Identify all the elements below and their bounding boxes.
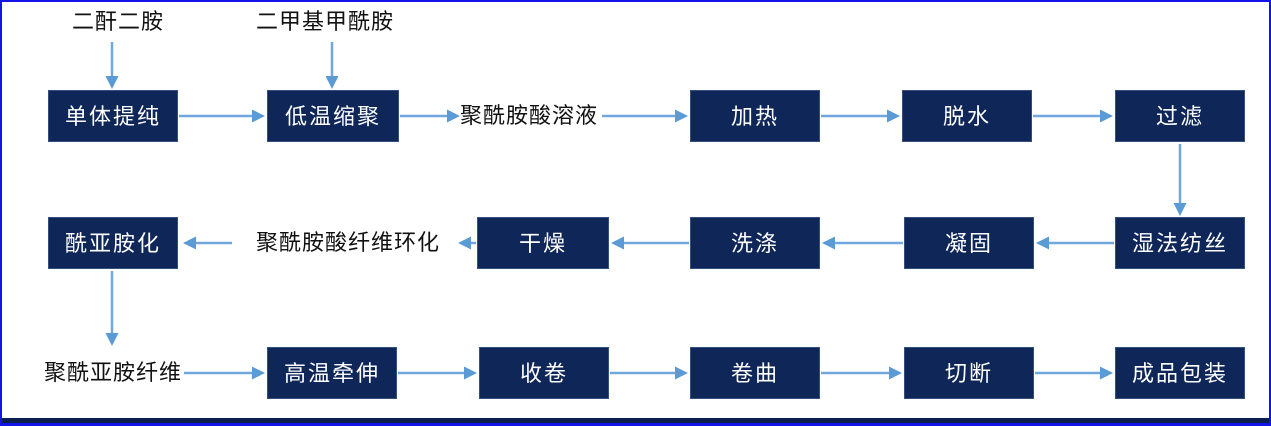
arrow-filtration-to-wet-spinning [1173,144,1187,216]
arrow-imidization-to-fiber [105,271,119,346]
arrow-washing-to-drying [611,236,689,250]
flow-step-wet-spinning: 湿法纺丝 [1115,217,1245,269]
label-polyamic-acid-solution: 聚酰胺酸溶液 [460,103,599,128]
arrow-wet-spinning-to-coagulation [1036,236,1114,250]
arrow-fiber-to-stretching [184,366,265,380]
arrow-coagulation-to-washing [822,236,903,250]
flow-step-dehydration: 脱水 [902,90,1032,142]
flow-step-cutting: 切断 [904,347,1034,399]
flow-step-washing: 洗涤 [690,217,820,269]
arrow-dmf-to-polycondensation [325,42,339,89]
arrow-cyclization-to-imidization [183,236,232,250]
flow-step-winding: 收卷 [479,347,609,399]
arrow-crimping-to-cutting [821,366,902,380]
arrow-heating-to-dehydration [821,109,900,123]
label-fiber-cyclization: 聚酰胺酸纤维环化 [255,230,440,255]
arrow-dehydration-to-filtration [1033,109,1113,123]
flow-step-imidization: 酰亚胺化 [48,217,178,269]
flow-step-low-temp-polycondensation: 低温缩聚 [267,90,399,142]
input-label-dianhydride-diamine: 二酐二胺 [71,9,164,34]
flow-step-monomer-purification: 单体提纯 [48,90,178,142]
arrow-winding-to-crimping [610,366,688,380]
arrow-drying-to-cyclization [458,236,476,250]
flow-step-packaging: 成品包装 [1115,347,1245,399]
arrow-purification-to-polycondensation [179,109,265,123]
flow-step-coagulation: 凝固 [904,217,1034,269]
arrow-polycondensation-to-solution [400,109,460,123]
input-label-dimethylformamide: 二甲基甲酰胺 [255,9,394,34]
flow-step-drying: 干燥 [477,217,609,269]
label-polyimide-fiber: 聚酰亚胺纤维 [44,360,183,385]
flow-step-heating: 加热 [690,90,820,142]
bottom-rule [2,418,1269,423]
arrow-dianhydride-to-purification [105,42,119,89]
arrow-cutting-to-packaging [1035,366,1113,380]
flow-step-high-temp-stretching: 高温牵伸 [267,347,397,399]
arrow-solution-to-heating [602,109,688,123]
flow-step-filtration: 过滤 [1115,90,1245,142]
arrow-stretching-to-winding [398,366,477,380]
flow-step-crimping: 卷曲 [690,347,820,399]
